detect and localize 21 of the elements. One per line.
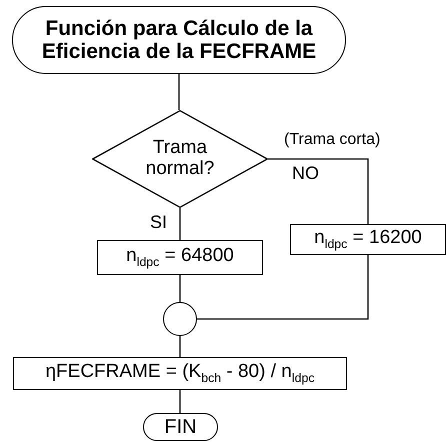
edge-label: NO [292,164,319,182]
connector-line [178,74,180,110]
connector-line [179,390,181,413]
connector-line [179,208,181,240]
node-text: n$_{ldpc}$ = 64800 [126,246,234,270]
process-box [290,224,446,255]
connector-circle [163,302,197,336]
note-text: (Trama corta) [284,132,380,148]
node-text: FIN [164,416,197,438]
connector-line [268,158,369,224]
process-box [97,240,263,275]
connector-line [179,275,181,302]
end-terminator [143,413,218,441]
edge-label: SI [150,213,168,231]
formula-text: ηFECFRAME = (K$_{bch}$ - 80) / n$_{ldpc}$ [45,362,315,386]
connector-line [179,336,181,357]
process-box [13,357,347,390]
node-text: Función para Cálculo de la Eficiencia de la FECFRAME [40,16,318,64]
node-text: n$_{ldpc}$ = 16200 [314,228,422,252]
connector-line [197,255,369,320]
node-text: Trama normal? [144,138,216,180]
